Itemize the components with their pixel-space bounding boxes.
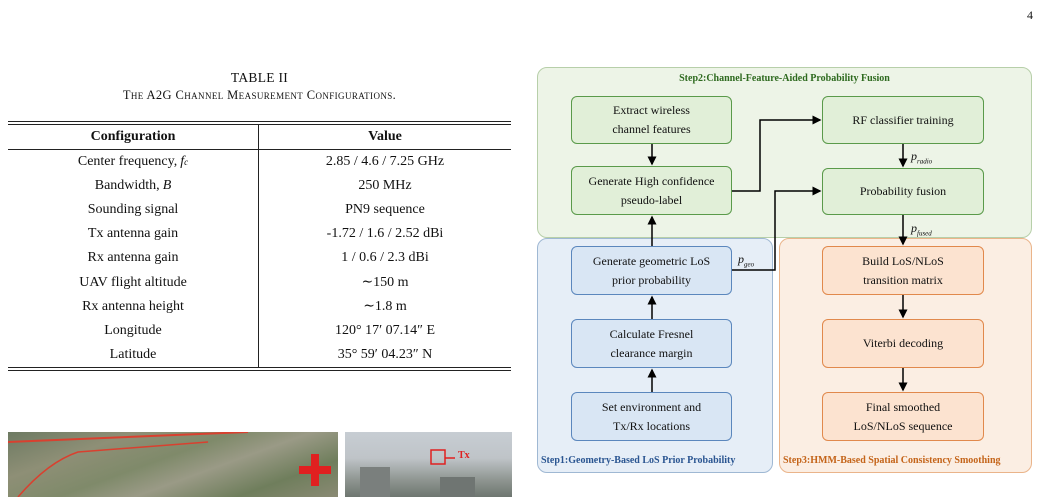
header-value: Value — [368, 129, 402, 144]
red-cross-marker-icon — [299, 454, 331, 486]
page-number: 4 — [1027, 8, 1033, 22]
table-cell-value: 2.85 / 4.6 / 7.25 GHz — [325, 154, 445, 170]
transition-matrix-box: Build LoS/NLoS transition matrix — [822, 246, 984, 295]
building-photo: Tx — [345, 432, 512, 497]
table-top-rule — [8, 121, 511, 125]
step3-title: Step3:HMM-Based Spatial Consistency Smoo… — [783, 455, 1001, 466]
table-cell-value: ∼1.8 m — [363, 299, 407, 315]
matrix-line2: transition matrix — [863, 272, 943, 287]
table-cell-configuration: Tx antenna gain — [8, 222, 259, 247]
table-bottom-rule — [8, 366, 511, 371]
table-cell-configuration: UAV flight altitude — [8, 270, 259, 295]
step1-title: Step1:Geometry-Based LoS Prior Probabili… — [541, 455, 736, 466]
table-cell-value: 1 / 0.6 / 2.3 dBi — [341, 250, 429, 266]
table-row: Longitude 120° 17′ 07.14″ E — [8, 318, 511, 343]
step2-title: Step2:Channel-Feature-Aided Probability … — [679, 73, 890, 84]
final-line1: Final smoothed — [865, 399, 941, 414]
p-radio-label: pradio — [911, 149, 933, 166]
geo-line1: Generate geometric LoS — [592, 253, 711, 268]
table-row: Latitude 35° 59′ 04.23″ N — [8, 342, 511, 367]
extract-line1: Extract wireless — [613, 103, 690, 117]
tx-marker-box — [430, 449, 446, 465]
table-cell-configuration: Latitude — [8, 342, 259, 367]
pseudo-line2: pseudo-label — [620, 192, 683, 207]
fresnel-line2: clearance margin — [610, 345, 693, 360]
final-line2: LoS/NLoS sequence — [853, 418, 953, 433]
extract-line2: channel features — [612, 122, 691, 136]
table-caption-title: The A2G Channel Measurement Configuratio… — [122, 88, 397, 102]
pseudo-label-box: Generate High confidence pseudo-label — [571, 166, 732, 215]
table-caption-label: TABLE II — [230, 70, 289, 85]
geo-line2: prior probability — [612, 272, 691, 287]
table-cell-value: 250 MHz — [358, 178, 412, 194]
table-cell-configuration: Longitude — [8, 318, 259, 343]
fresnel-line1: Calculate Fresnel — [609, 326, 694, 341]
table-row: Tx antenna gain -1.72 / 1.6 / 2.52 dBi — [8, 222, 511, 247]
table-cell-value: 35° 59′ 04.23″ N — [337, 346, 433, 362]
table-cell-value: ∼150 m — [361, 275, 409, 291]
table-row: Bandwidth, B 250 MHz — [8, 174, 511, 199]
table-cell-configuration: Sounding signal — [8, 198, 259, 223]
geometric-los-box: Generate geometric LoS prior probability — [571, 246, 732, 295]
header-configuration: Configuration — [8, 125, 259, 149]
matrix-line1: Build LoS/NLoS — [862, 253, 944, 268]
p-fused-label: pfused — [911, 221, 932, 238]
building-graphic — [360, 449, 475, 497]
pseudo-line1: Generate High confidence — [588, 173, 715, 188]
extract-features-box: Extract wireless channel features — [571, 96, 732, 144]
table-cell-configuration: Rx antenna gain — [8, 246, 259, 271]
viterbi-box: Viterbi decoding — [822, 319, 984, 368]
aerial-map-photo — [8, 432, 338, 497]
table-cell-value: -1.72 / 1.6 / 2.52 dBi — [326, 226, 444, 242]
table-cell-value: PN9 sequence — [345, 202, 425, 218]
table-header-row: Configuration Value — [8, 125, 511, 150]
fresnel-box: Calculate Fresnel clearance margin — [571, 319, 732, 368]
env-line1: Set environment and — [601, 399, 702, 414]
table-cell-configuration: Bandwidth, B — [8, 174, 259, 199]
env-line2: Tx/Rx locations — [613, 418, 690, 433]
table-cell-configuration: Rx antenna height — [8, 294, 259, 319]
table-row: Sounding signal PN9 sequence — [8, 198, 511, 223]
table-cell-value: 120° 17′ 07.14″ E — [334, 322, 436, 338]
aerial-route-graphic — [8, 432, 331, 497]
p-geo-label: pgeo — [738, 252, 755, 269]
tx-label: Tx — [458, 450, 470, 461]
table-row: Rx antenna height ∼1.8 m — [8, 294, 511, 319]
table-row: Rx antenna gain 1 / 0.6 / 2.3 dBi — [8, 246, 511, 271]
table-row: UAV flight altitude ∼150 m — [8, 270, 511, 295]
probability-fusion-box: Probability fusion — [822, 168, 984, 215]
rf-classifier-box: RF classifier training — [822, 96, 984, 144]
